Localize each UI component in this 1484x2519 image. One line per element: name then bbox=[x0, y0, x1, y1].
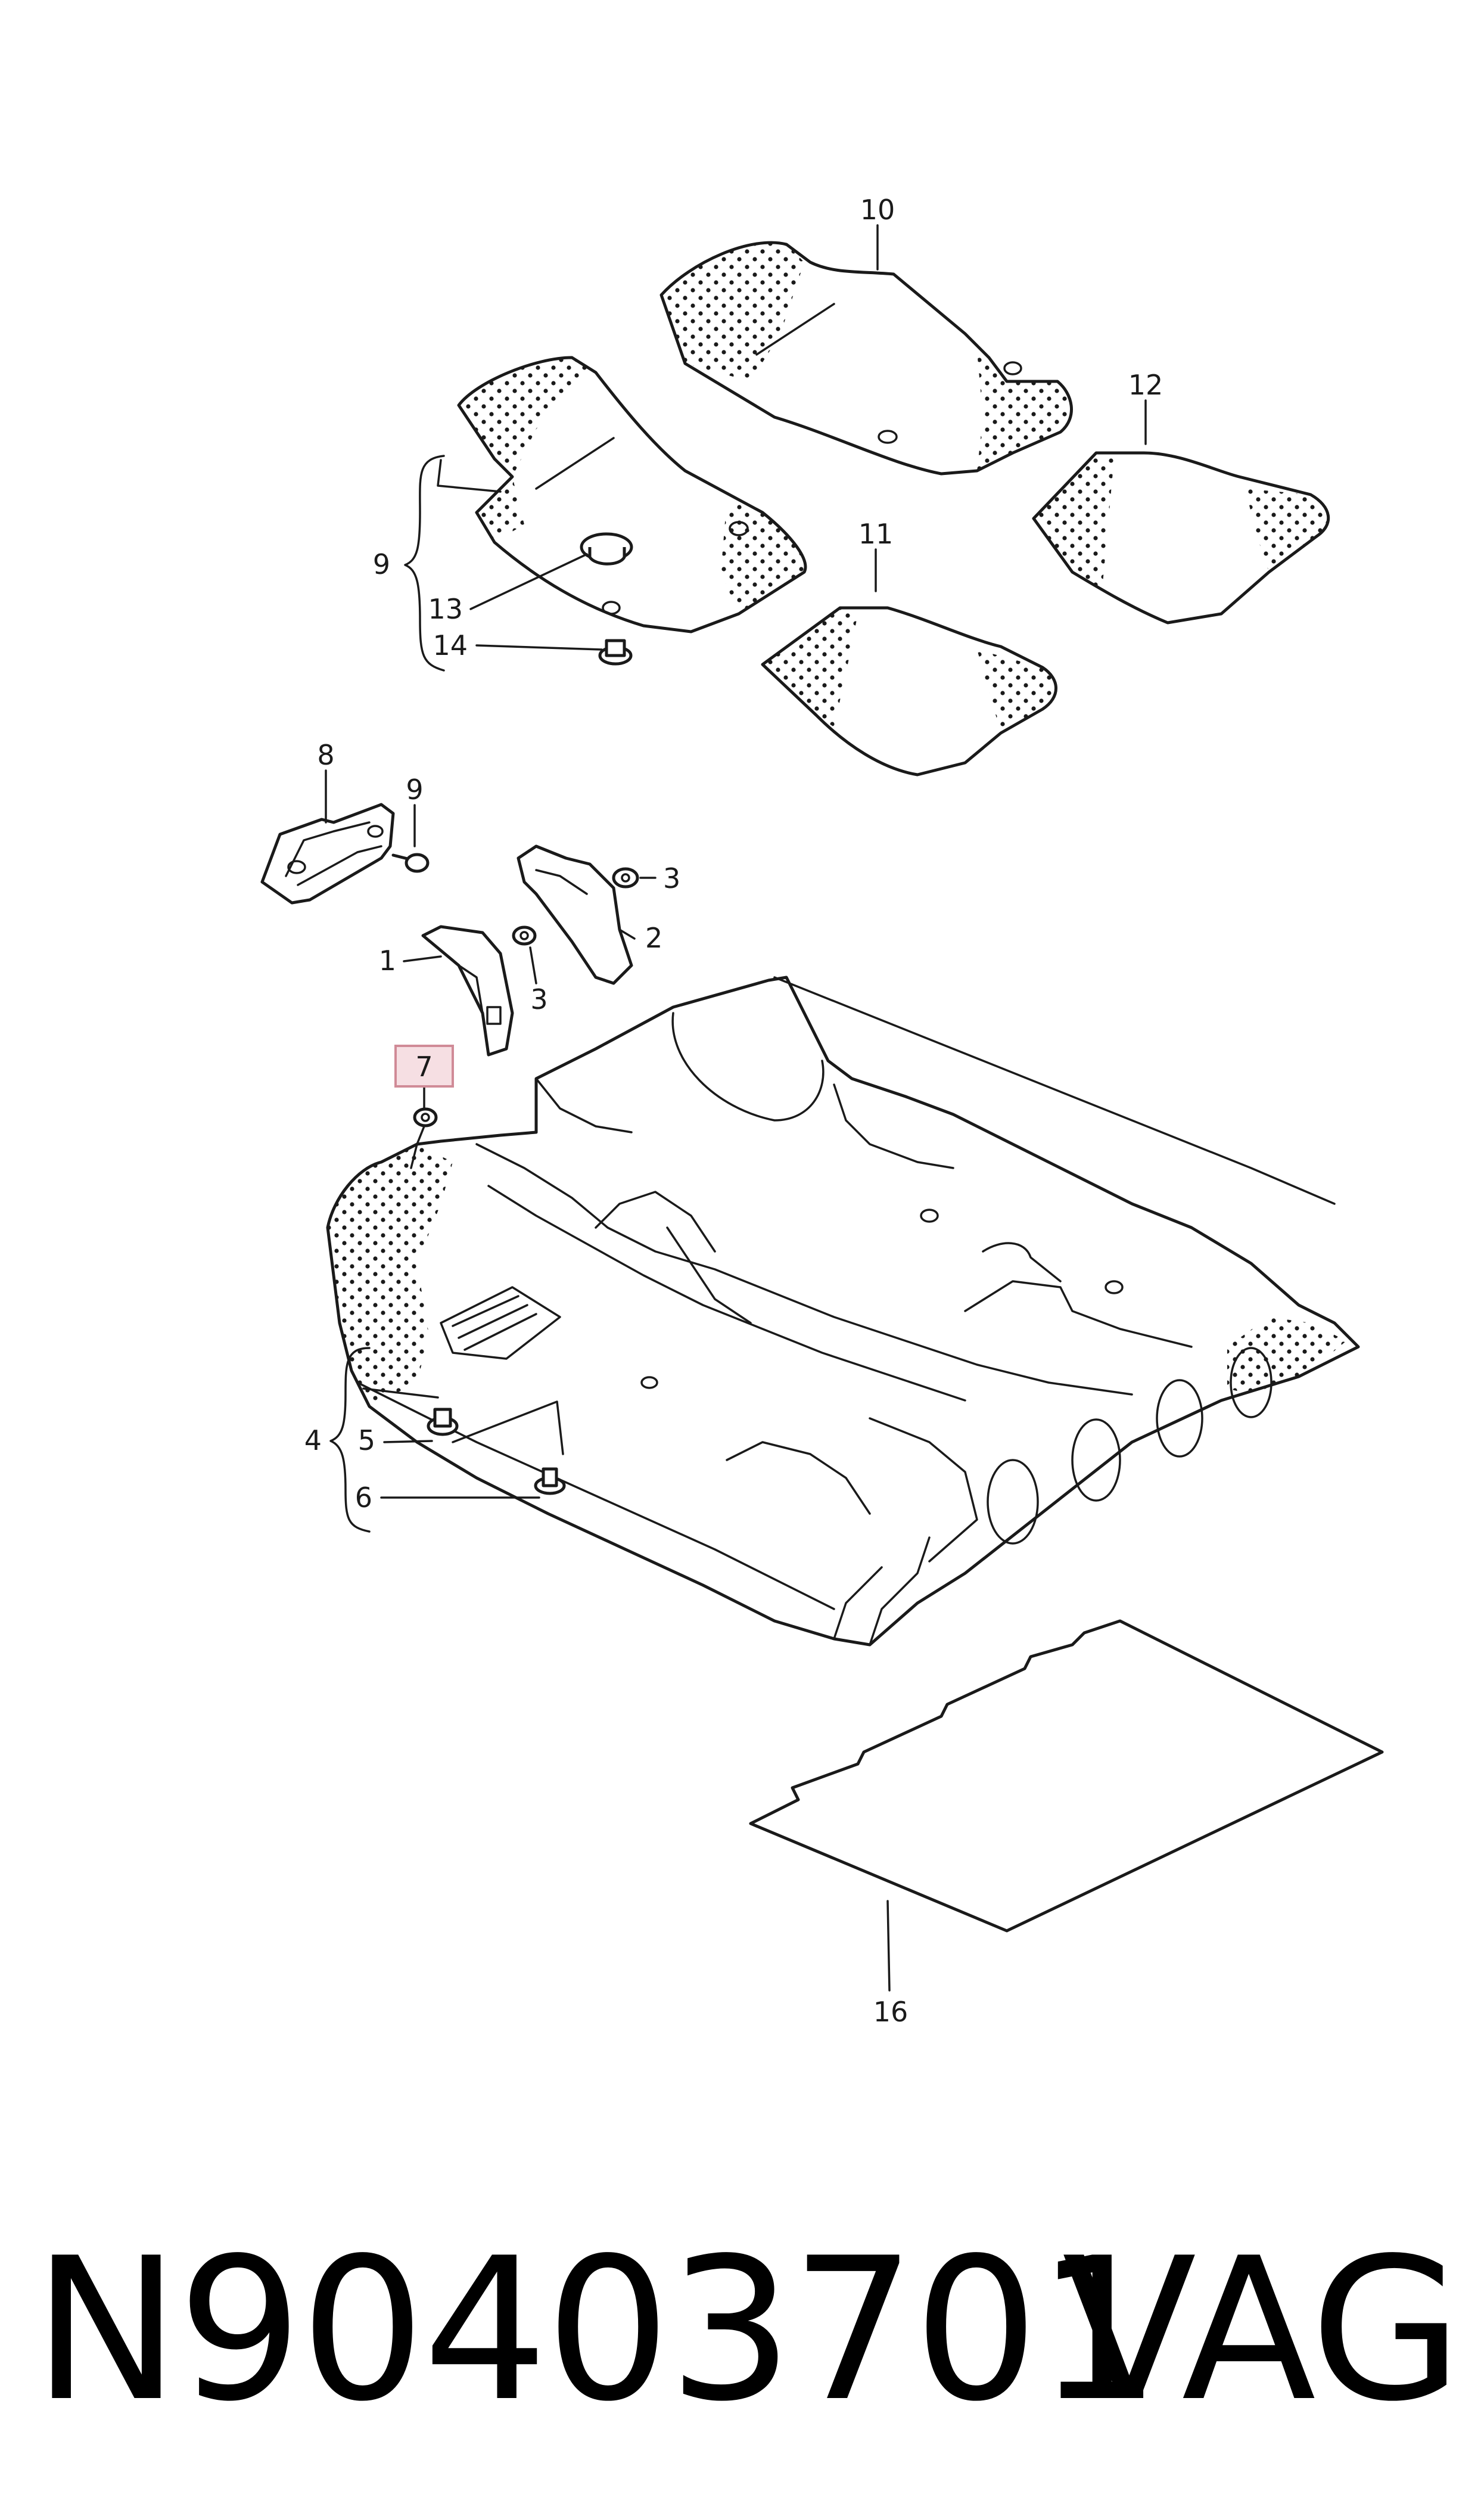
part-number: N90403701 bbox=[33, 2216, 1162, 2445]
callout-labels: 10 12 11 9 13 14 8 9 3 2 1 3 7 4 5 6 16 bbox=[304, 194, 1163, 2028]
callout-3-lower: 3 bbox=[530, 983, 547, 1015]
screw-9 bbox=[391, 853, 430, 873]
trunk-mat bbox=[749, 1619, 1384, 1933]
brand-name: VAG bbox=[1062, 2216, 1463, 2445]
nut-3-upper bbox=[612, 867, 639, 889]
fastener-14 bbox=[580, 532, 633, 615]
callout-15: 14 bbox=[433, 629, 468, 661]
callout-13: 12 bbox=[1128, 369, 1163, 401]
callout-9: 9 bbox=[406, 774, 423, 806]
callout-12: 11 bbox=[858, 518, 894, 550]
callout-6: 6 bbox=[355, 1481, 372, 1514]
callout-3-upper: 3 bbox=[663, 862, 680, 894]
parts-exploded-diagram: 10 12 11 9 13 14 8 9 3 2 1 3 7 4 5 6 16 bbox=[260, 194, 1384, 2028]
callout-5: 5 bbox=[358, 1424, 375, 1456]
fastener-5 bbox=[427, 1408, 459, 1436]
clip-7 bbox=[413, 1107, 438, 1128]
fastener-15 bbox=[598, 639, 633, 666]
nut-3-lower bbox=[512, 925, 537, 946]
callout-10: 9 bbox=[373, 548, 390, 580]
bracket-1 bbox=[421, 925, 514, 1057]
callout-1: 1 bbox=[379, 945, 396, 977]
leader-lines bbox=[325, 224, 1147, 1992]
callout-4: 4 bbox=[304, 1424, 322, 1456]
callout-14: 13 bbox=[428, 593, 463, 625]
part-number-footer: N90403701 VAG bbox=[0, 2205, 1484, 2455]
floor-mat-front-left bbox=[457, 356, 807, 633]
bracket-8 bbox=[260, 803, 395, 905]
floor-mat-rear-left bbox=[761, 606, 1057, 776]
callout-16: 16 bbox=[873, 1996, 909, 2028]
callout-11: 10 bbox=[860, 194, 895, 226]
bracket-2 bbox=[517, 844, 633, 985]
fastener-6 bbox=[534, 1467, 566, 1495]
callout-2: 2 bbox=[645, 922, 662, 954]
callout-8: 8 bbox=[317, 739, 334, 771]
floor-mat-front-right bbox=[659, 241, 1073, 476]
floor-mat-rear-right bbox=[1032, 451, 1330, 625]
floor-carpet bbox=[326, 976, 1360, 1647]
callout-7: 7 bbox=[415, 1051, 433, 1083]
callout-7-highlight bbox=[394, 1045, 454, 1088]
